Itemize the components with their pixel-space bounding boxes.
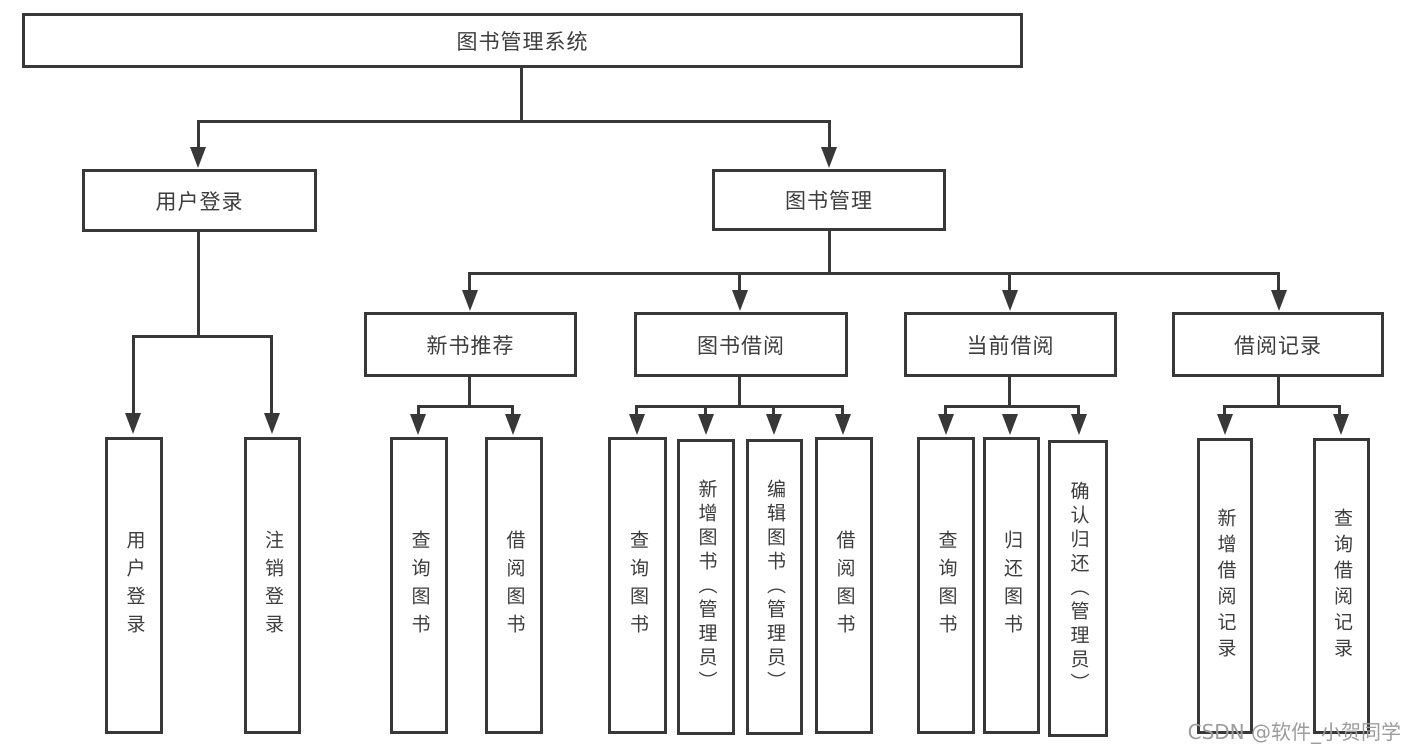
- connector-line: [828, 120, 831, 148]
- connector-line: [132, 335, 135, 414]
- connector-line: [1338, 405, 1341, 415]
- connector-line: [1008, 272, 1011, 291]
- node-label: 图书管理系统: [456, 29, 589, 54]
- node-borrowing-records: 借阅记录: [1172, 312, 1384, 377]
- arrow-down-icon: [1271, 290, 1287, 311]
- connector-line: [197, 120, 831, 123]
- node-label: 归还图书: [1001, 529, 1023, 642]
- arrow-down-icon: [1002, 290, 1018, 311]
- connector-line: [944, 405, 1080, 408]
- arrow-down-icon: [698, 414, 714, 435]
- node-leaf-edit-books-admin: 编辑图书（管理员）: [746, 439, 803, 735]
- arrow-down-icon: [1002, 414, 1018, 435]
- arrow-down-icon: [938, 414, 954, 435]
- node-label: 当前借阅: [966, 333, 1055, 358]
- node-leaf-add-books-admin: 新增图书（管理员）: [677, 439, 735, 735]
- connector-line: [841, 405, 844, 415]
- connector-line: [468, 272, 1280, 275]
- node-label: 新增借阅记录: [1214, 508, 1237, 664]
- connector-line: [738, 377, 741, 405]
- node-label: 查询图书: [408, 529, 431, 642]
- connector-line: [1223, 405, 1226, 415]
- node-library-management-system: 图书管理系统: [22, 13, 1023, 68]
- node-leaf-borrow-books-borrowing: 借阅图书: [815, 437, 873, 734]
- connector-line: [520, 68, 523, 121]
- connector-line: [944, 405, 947, 415]
- connector-line: [197, 120, 200, 148]
- connector-line: [468, 272, 471, 291]
- connector-line: [635, 405, 638, 415]
- arrow-down-icon: [835, 414, 851, 435]
- node-label: 图书借阅: [697, 333, 785, 358]
- arrow-down-icon: [462, 290, 478, 311]
- connector-line: [197, 232, 200, 335]
- node-label: 查询借阅记录: [1331, 508, 1353, 664]
- connector-line: [635, 405, 844, 408]
- arrow-down-icon: [766, 414, 782, 435]
- node-label: 借阅图书: [833, 529, 856, 642]
- node-label: 用户登录: [123, 529, 146, 642]
- connector-line: [132, 335, 273, 338]
- connector-line: [1277, 272, 1280, 291]
- connector-line: [1077, 405, 1080, 415]
- connector-line: [1008, 377, 1011, 405]
- node-leaf-query-books-recommend: 查询图书: [390, 437, 448, 734]
- node-label: 确认归还（管理员）: [1067, 480, 1090, 697]
- connector-line: [772, 405, 775, 415]
- arrow-down-icon: [821, 147, 837, 168]
- node-label: 编辑图书（管理员）: [764, 479, 786, 695]
- connector-line: [511, 405, 514, 415]
- node-leaf-query-books-current: 查询图书: [917, 437, 975, 734]
- arrow-down-icon: [190, 147, 206, 168]
- connector-line: [417, 405, 420, 415]
- node-book-management-branch: 图书管理: [712, 169, 946, 231]
- arrow-down-icon: [732, 290, 748, 311]
- node-new-book-recommendation: 新书推荐: [364, 312, 577, 377]
- node-label: 图书管理: [785, 189, 873, 213]
- connector-line: [270, 335, 273, 414]
- node-label: 查询图书: [935, 529, 958, 642]
- node-book-borrowing: 图书借阅: [634, 312, 848, 377]
- connector-line: [1277, 377, 1280, 405]
- node-leaf-return-books: 归还图书: [983, 437, 1040, 734]
- node-leaf-add-borrowing-record: 新增借阅记录: [1197, 438, 1253, 734]
- arrow-down-icon: [1071, 414, 1087, 435]
- node-label: 新书推荐: [426, 333, 515, 358]
- node-leaf-logout: 注销登录: [244, 437, 301, 734]
- node-label: 借阅记录: [1234, 333, 1322, 358]
- connector-line: [738, 272, 741, 291]
- arrow-down-icon: [125, 413, 141, 434]
- arrow-down-icon: [1333, 414, 1349, 435]
- node-leaf-user-login: 用户登录: [105, 437, 163, 734]
- connector-line: [468, 377, 471, 405]
- node-label: 新增图书（管理员）: [695, 479, 718, 695]
- node-label: 注销登录: [262, 529, 284, 642]
- arrow-down-icon: [410, 414, 426, 435]
- node-label: 用户登录: [155, 189, 244, 214]
- connector-line: [417, 405, 514, 408]
- node-leaf-query-borrowing-record: 查询借阅记录: [1313, 438, 1370, 734]
- arrow-down-icon: [505, 414, 521, 435]
- connector-line: [828, 231, 831, 272]
- node-label: 查询图书: [627, 529, 649, 642]
- node-leaf-borrow-books-recommend: 借阅图书: [485, 437, 543, 734]
- arrow-down-icon: [264, 413, 280, 434]
- node-current-borrowing: 当前借阅: [904, 312, 1117, 377]
- connector-line: [704, 405, 707, 415]
- node-leaf-confirm-return-admin: 确认归还（管理员）: [1048, 440, 1108, 737]
- connector-line: [1223, 405, 1341, 408]
- node-label: 借阅图书: [503, 529, 526, 642]
- node-leaf-query-books-borrowing: 查询图书: [608, 437, 667, 734]
- arrow-down-icon: [1217, 414, 1233, 435]
- arrow-down-icon: [629, 414, 645, 435]
- node-user-login-branch: 用户登录: [82, 169, 317, 232]
- csdn-watermark: CSDN @软件_小贺同学: [1187, 720, 1401, 744]
